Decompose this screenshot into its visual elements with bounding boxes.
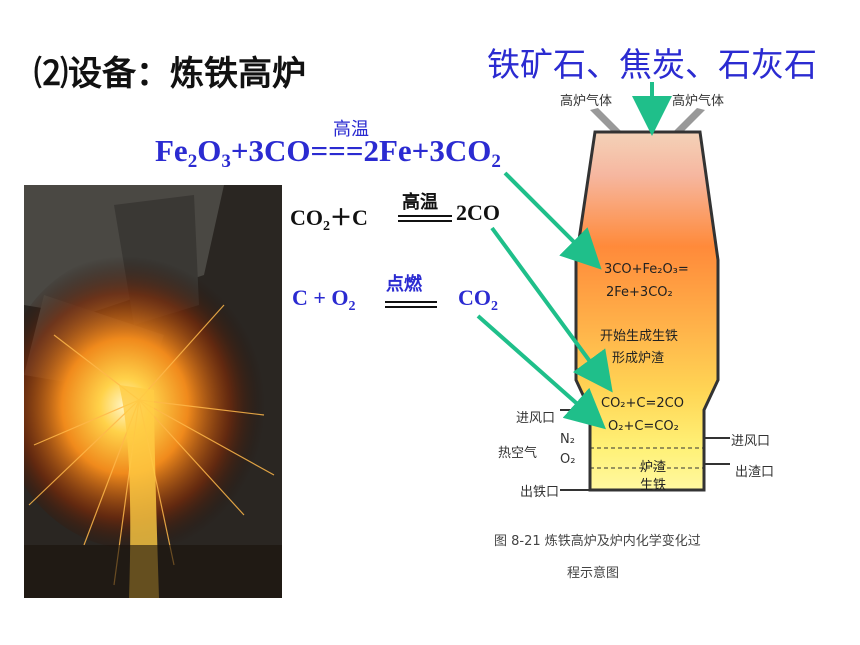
eq3-product: CO2 bbox=[458, 285, 498, 315]
eq1-condition: 高温 bbox=[333, 119, 369, 140]
eq2-sub1: 2 bbox=[323, 219, 330, 234]
zone3-line2: O₂+C=CO₂ bbox=[608, 419, 679, 434]
equation-combustion: C + O2 bbox=[292, 285, 356, 315]
equation-co2-carbon: CO2＋C bbox=[290, 200, 368, 235]
eq3-arrow bbox=[476, 314, 606, 430]
eq1-sub1: 2 bbox=[187, 151, 198, 172]
eq1-sub2: 3 bbox=[221, 151, 231, 172]
zone3-line1: CO₂+C=2CO bbox=[601, 396, 684, 411]
raw-materials-label: 铁矿石、焦炭、石灰石 bbox=[487, 45, 817, 84]
zone2-line2: 形成炉渣 bbox=[612, 351, 665, 366]
eq2-product: 2CO bbox=[456, 200, 500, 225]
top-gas-right-label: 高炉气体 bbox=[672, 94, 725, 109]
eq3-product-text: CO bbox=[458, 285, 491, 310]
equation-reduction: Fe2O3+3CO===2Fe+3CO2 高温 bbox=[155, 119, 501, 173]
o2-label: O₂ bbox=[560, 452, 576, 467]
slide-title: ⑵设备：炼铁高炉 bbox=[34, 54, 306, 94]
eq3-condition: 点燃 bbox=[386, 274, 422, 295]
hot-air-label: 热空气 bbox=[498, 446, 538, 461]
eq2-part2: ＋C bbox=[330, 205, 368, 230]
eq1-part3: +3CO===2Fe+3CO bbox=[230, 133, 492, 168]
air-inlet-left-label: 进风口 bbox=[516, 411, 556, 426]
slag-label: 炉渣 bbox=[640, 460, 667, 475]
zone1-line2: 2Fe+3CO₂ bbox=[606, 285, 673, 300]
eq1-part1: Fe bbox=[155, 133, 188, 168]
eq1-part2: O bbox=[197, 133, 222, 168]
eq2-arrow bbox=[490, 226, 613, 393]
n2-label: N₂ bbox=[560, 432, 575, 447]
slag-outlet-label: 出渣口 bbox=[735, 465, 775, 480]
blast-furnace-photo bbox=[24, 185, 282, 598]
molten-iron-sparks-illustration bbox=[24, 185, 282, 598]
zone2-line1: 开始生成生铁 bbox=[600, 329, 679, 344]
eq3-equals-sign bbox=[385, 301, 437, 308]
figure-caption-line1: 图 8-21 炼铁高炉及炉内化学变化过 bbox=[494, 534, 701, 549]
eq3-product-sub: 2 bbox=[491, 299, 498, 314]
pig-iron-label: 生铁 bbox=[640, 478, 667, 493]
eq1-sub3: 2 bbox=[491, 151, 501, 172]
blast-furnace-diagram bbox=[560, 108, 730, 492]
top-gas-left-label: 高炉气体 bbox=[560, 94, 613, 109]
iron-outlet-label: 出铁口 bbox=[520, 485, 560, 500]
eq3-part1: C + O bbox=[292, 285, 349, 310]
eq1-arrow bbox=[503, 171, 602, 270]
eq2-equals-sign bbox=[398, 215, 452, 222]
figure-caption-line2: 程示意图 bbox=[567, 566, 620, 581]
eq2-part1: CO bbox=[290, 205, 323, 230]
eq3-sub1: 2 bbox=[348, 299, 356, 314]
air-inlet-right-label: 进风口 bbox=[731, 434, 771, 449]
zone1-line1: 3CO+Fe₂O₃= bbox=[604, 262, 689, 277]
eq2-condition: 高温 bbox=[402, 192, 438, 213]
